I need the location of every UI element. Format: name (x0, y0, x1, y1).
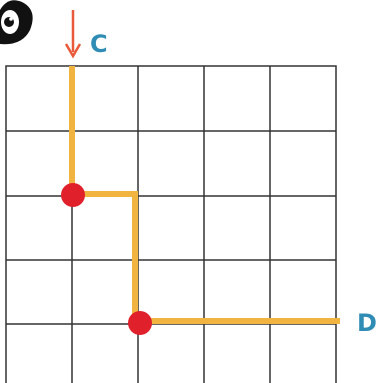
down-arrow-icon (66, 10, 80, 56)
turn-point-1 (61, 183, 85, 207)
grid (6, 66, 336, 383)
route-path (72, 66, 340, 321)
start-label: C (90, 30, 108, 58)
turn-point-2 (128, 311, 152, 335)
eye-face-icon (0, 0, 33, 44)
grid-border (6, 66, 336, 383)
end-label: D (357, 309, 377, 337)
